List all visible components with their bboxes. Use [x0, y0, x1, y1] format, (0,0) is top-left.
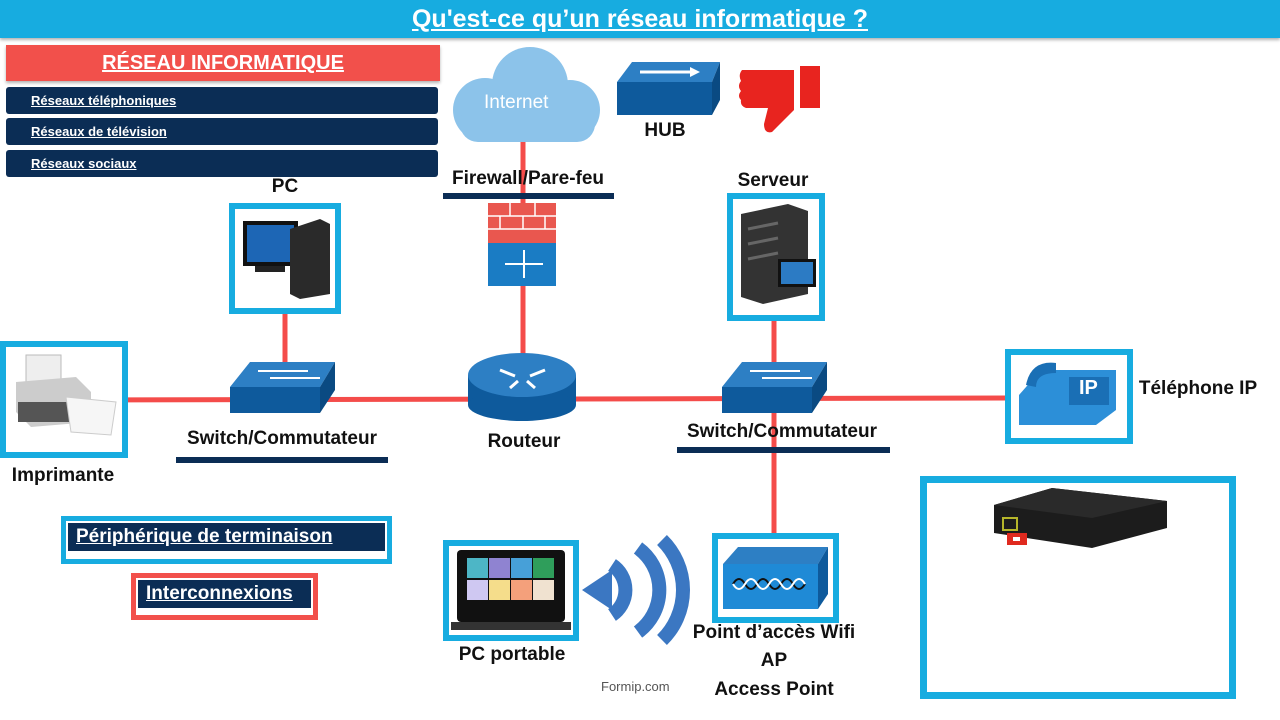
router-icon [468, 353, 576, 421]
printer-box [0, 341, 128, 458]
laptop-label: PC portable [458, 644, 566, 665]
ap-label-1: Point d’accès Wifi [692, 622, 856, 643]
ap-label-3: Access Point [714, 679, 834, 700]
ip-phone-icon [1019, 362, 1116, 425]
ip-badge: IP [1079, 377, 1098, 399]
ip-phone-box: IP [1005, 349, 1133, 444]
set-top-box-icon [994, 488, 1167, 548]
laptop-box [443, 540, 579, 641]
legend-interconnections-text: Interconnexions [138, 580, 311, 608]
pc-label: PC [271, 176, 299, 197]
menu-header: RÉSEAU INFORMATIQUE [6, 45, 440, 81]
internet-label: Internet [484, 92, 549, 113]
wifi-source-icon [582, 570, 612, 610]
pc-box [229, 203, 341, 314]
ap-label-2: AP [760, 650, 788, 671]
server-icon [741, 204, 816, 304]
legend-interconnections: Interconnexions [131, 573, 318, 620]
legend-end-devices-text: Périphérique de terminaison [68, 523, 385, 551]
set-top-box-frame [920, 476, 1236, 699]
router-label: Routeur [487, 431, 561, 452]
switch-left-label: Switch/Commutateur [186, 428, 378, 449]
ap-box [712, 533, 839, 623]
menu-item-telephone[interactable]: Réseaux téléphoniques [6, 87, 438, 114]
server-box [727, 193, 825, 321]
firewall-icon [488, 203, 556, 286]
ip-phone-label: Téléphone IP [1138, 378, 1258, 399]
watermark: Formip.com [601, 679, 670, 694]
switch-right-underline [677, 447, 890, 453]
switch-left-underline [176, 457, 388, 463]
switch-right-icon [722, 362, 827, 413]
hub-icon [617, 62, 720, 115]
laptop-icon [451, 550, 571, 630]
pc-icon [243, 219, 330, 299]
cloud-icon [453, 47, 600, 142]
switch-left-icon [230, 362, 335, 413]
thumbs-down-icon [739, 66, 820, 133]
switch-right-label: Switch/Commutateur [686, 421, 878, 442]
printer-icon [16, 354, 117, 436]
access-point-icon [723, 547, 828, 609]
page-title: Qu'est-ce qu’un réseau informatique ? [0, 0, 1280, 38]
wifi-waves-icon [607, 535, 691, 645]
hub-label: HUB [644, 120, 686, 141]
server-label: Serveur [737, 170, 809, 191]
legend-end-devices: Périphérique de terminaison [61, 516, 392, 564]
printer-label: Imprimante [11, 465, 115, 486]
menu-item-television[interactable]: Réseaux de télévision [6, 118, 438, 145]
firewall-underline [443, 193, 614, 199]
firewall-label: Firewall/Pare-feu [451, 168, 605, 189]
menu-item-social[interactable]: Réseaux sociaux [6, 150, 438, 177]
